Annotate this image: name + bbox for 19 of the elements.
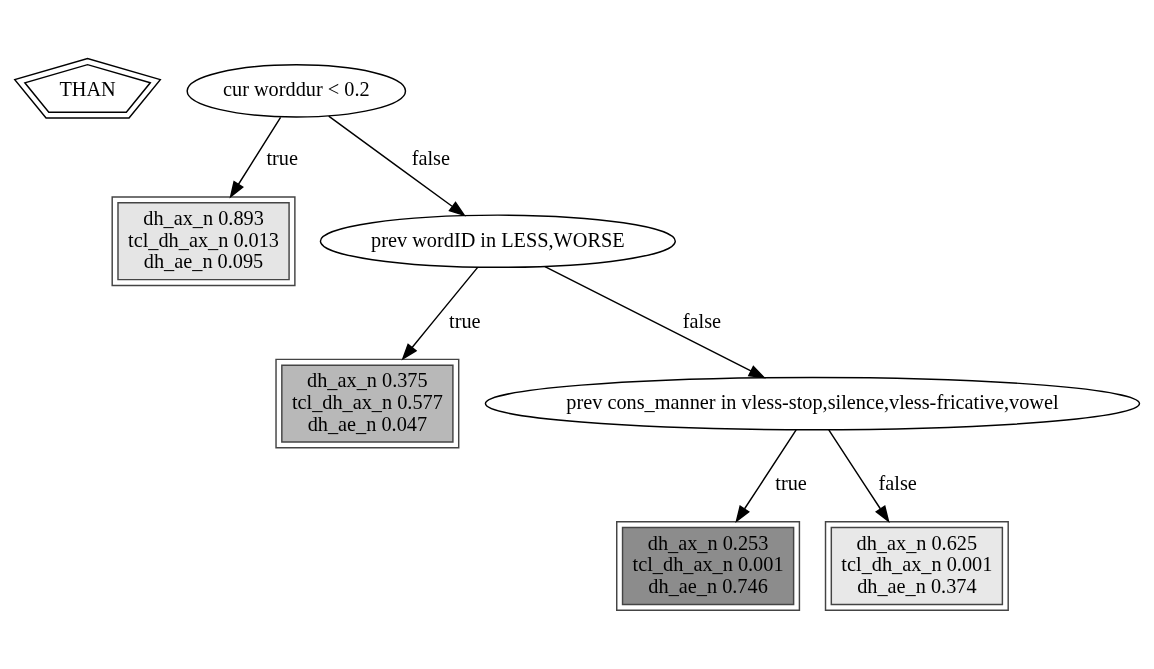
edge-label: false: [411, 147, 450, 170]
edge-label: true: [266, 147, 298, 170]
node-box: dh_ax_n 0.893 tcl_dh_ax_n 0.013 dh_ae_n 0.095: [111, 196, 296, 287]
arrow: [229, 116, 282, 199]
node-box: dh_ax_n 0.625 tcl_dh_ax_n 0.001 dh_ae_n 0.374: [824, 521, 1009, 611]
arrow: [735, 429, 797, 523]
arrow: [544, 265, 766, 379]
edge-label: false: [878, 472, 917, 495]
node-box: dh_ax_n 0.253 tcl_dh_ax_n 0.001 dh_ae_n 0.746: [616, 521, 801, 611]
node-ellipse: prev cons_manner in vless-stop,silence,vless-fricative,vowel: [484, 376, 1141, 431]
node-box: dh_ax_n 0.375 tcl_dh_ax_n 0.577 dh_ae_n 0.047: [275, 358, 460, 449]
edge-label: true: [449, 309, 481, 332]
node-ellipse: cur worddur < 0.2: [186, 64, 407, 118]
arrow: [327, 115, 466, 217]
edge-label: false: [682, 309, 722, 332]
arrow: [828, 429, 890, 523]
edge-label: true: [775, 472, 807, 495]
node-ellipse: prev wordID in LESS,WORSE: [319, 214, 676, 269]
arrow: [401, 266, 479, 361]
